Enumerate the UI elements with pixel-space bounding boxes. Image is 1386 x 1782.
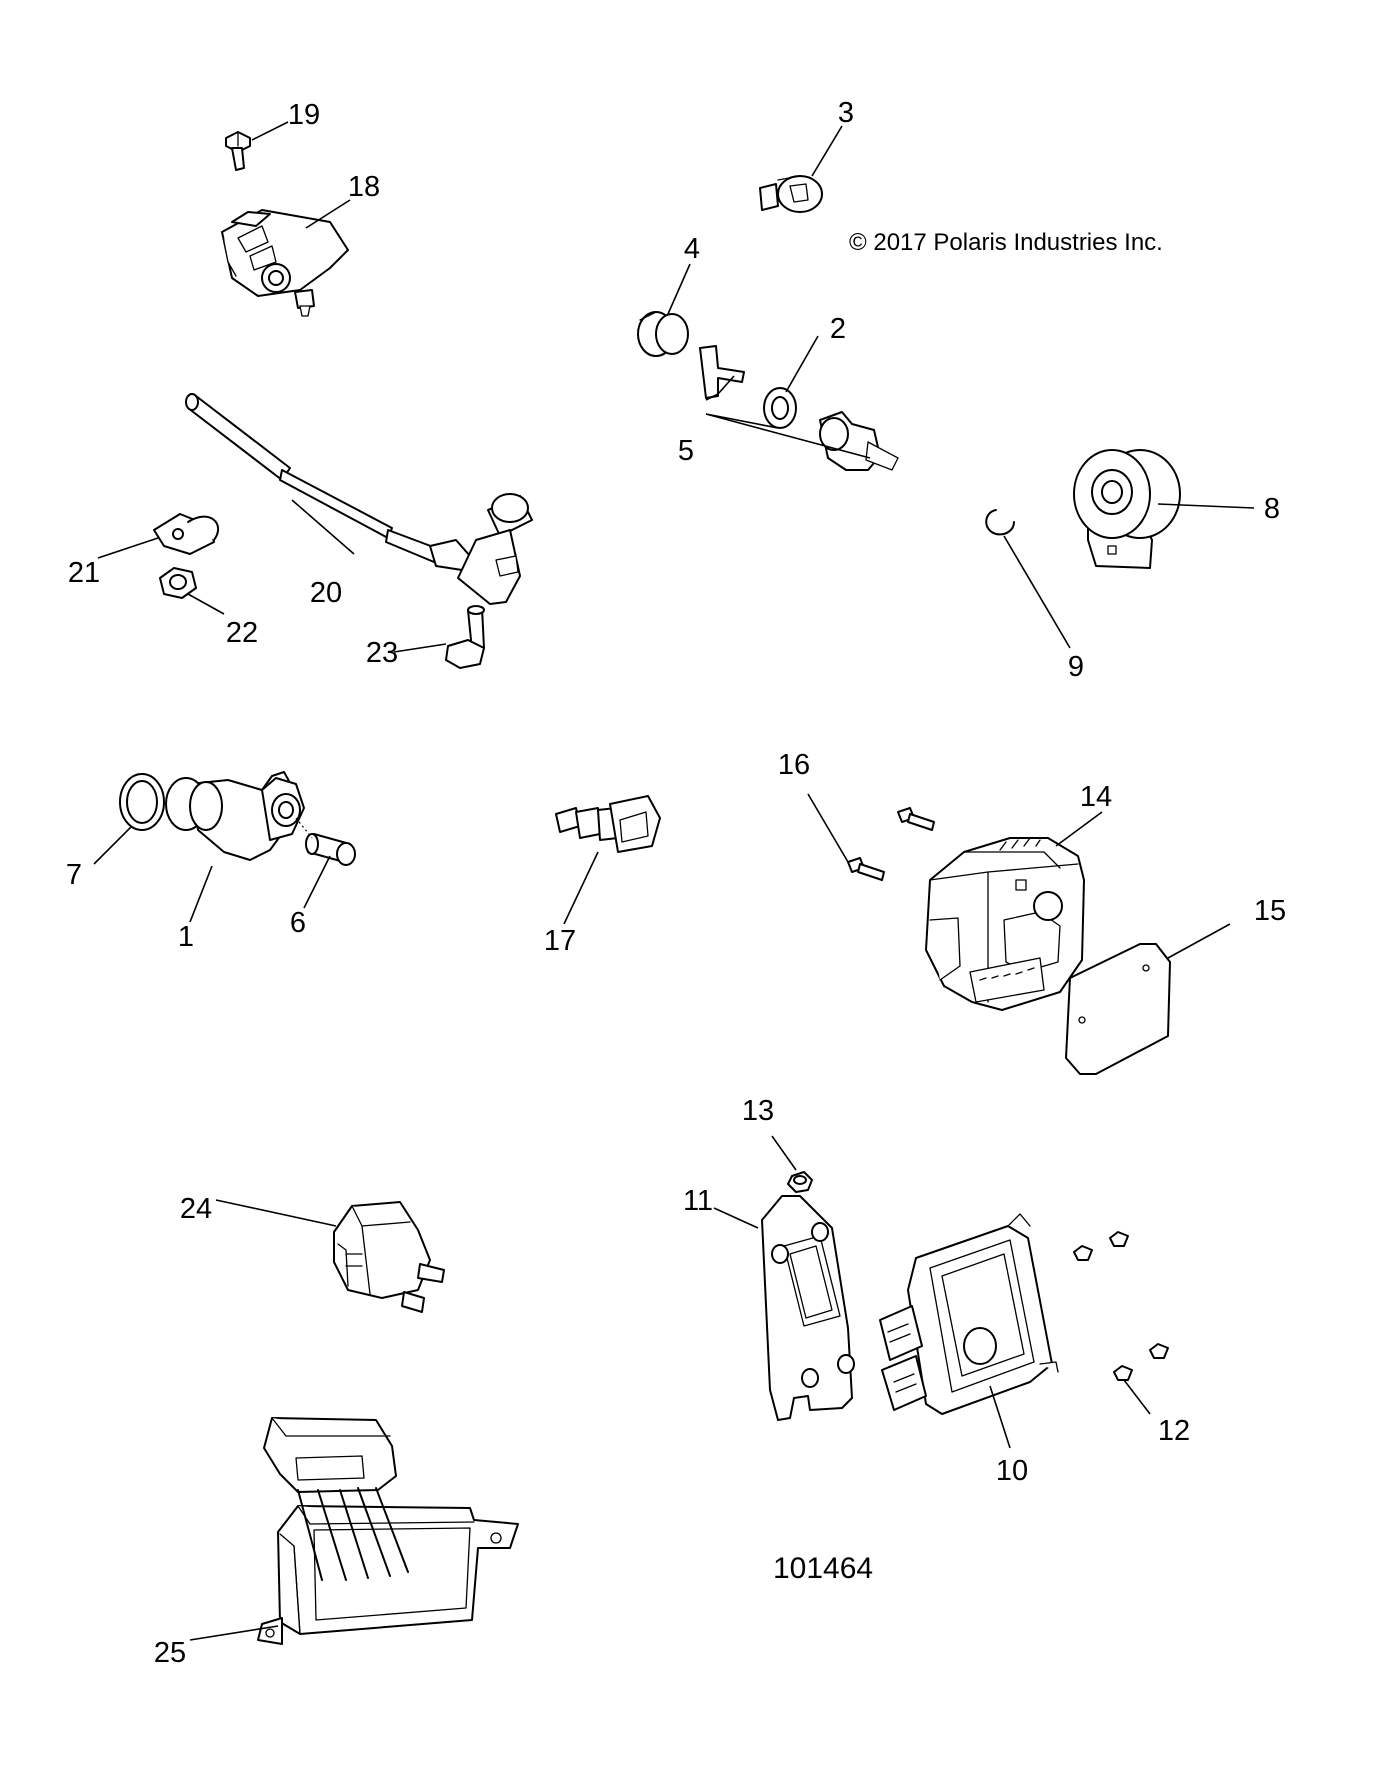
callout-23: 23 [366,637,398,669]
callout-2: 2 [830,313,846,345]
module-housing-14-icon [925,837,1085,1011]
knock-sensor-8-icon [1073,449,1181,569]
sensor-kit-5-icon [699,345,899,471]
callout-3: 3 [838,97,854,129]
o-ring-7-icon [119,773,165,831]
callout-11: 11 [683,1185,713,1217]
screw-13-icon [787,1171,813,1193]
screw-16-icon [847,807,935,881]
relay-24-icon [333,1201,445,1313]
callout-18: 18 [348,171,380,203]
nut-22-icon [159,567,197,599]
screw-12-icon [1073,1231,1169,1381]
relay-module-25-icon [257,1417,519,1645]
callout-14: 14 [1080,781,1112,813]
callout-13: 13 [742,1095,774,1127]
cover-plate-15-icon [1065,943,1171,1075]
cam-position-sensor-1-icon [165,771,305,861]
callout-25: 25 [154,1637,186,1669]
speed-sensor-20-icon [185,393,533,605]
bolt-19-icon [225,131,251,171]
temperature-sensor-17-icon [555,795,661,853]
callout-15: 15 [1254,895,1286,927]
callout-7: 7 [66,859,82,891]
leader-lines [93,121,1255,1641]
callout-9: 9 [1068,651,1084,683]
figure-number: 101464 [773,1552,873,1585]
callout-10: 10 [996,1455,1028,1487]
callout-24: 24 [180,1193,212,1225]
clip-21-icon [153,513,220,555]
callout-4: 4 [684,233,700,265]
plug-cap-3-icon [759,175,823,213]
retaining-clip-9-icon [985,509,1015,536]
callout-20: 20 [310,577,342,609]
callout-1: 1 [178,921,194,953]
callout-22: 22 [226,617,258,649]
callouts: 1 2 3 4 5 6 7 8 9 10 11 12 13 14 15 16 1… [66,97,1286,1669]
cap-4-icon [637,311,689,357]
callout-21: 21 [68,557,100,589]
callout-8: 8 [1264,493,1280,525]
callout-6: 6 [290,907,306,939]
copyright-text: © 2017 Polaris Industries Inc. [849,229,1163,256]
callout-16: 16 [778,749,810,781]
map-sensor-18-icon [221,209,349,317]
callout-17: 17 [544,925,576,957]
callout-5: 5 [678,435,694,467]
ecu-bracket-11-icon [761,1195,855,1421]
bolt-23-icon [445,605,485,669]
callout-19: 19 [288,99,320,131]
ecu-module-10-icon [879,1213,1059,1415]
callout-12: 12 [1158,1415,1190,1447]
spacer-6-icon [305,833,356,866]
